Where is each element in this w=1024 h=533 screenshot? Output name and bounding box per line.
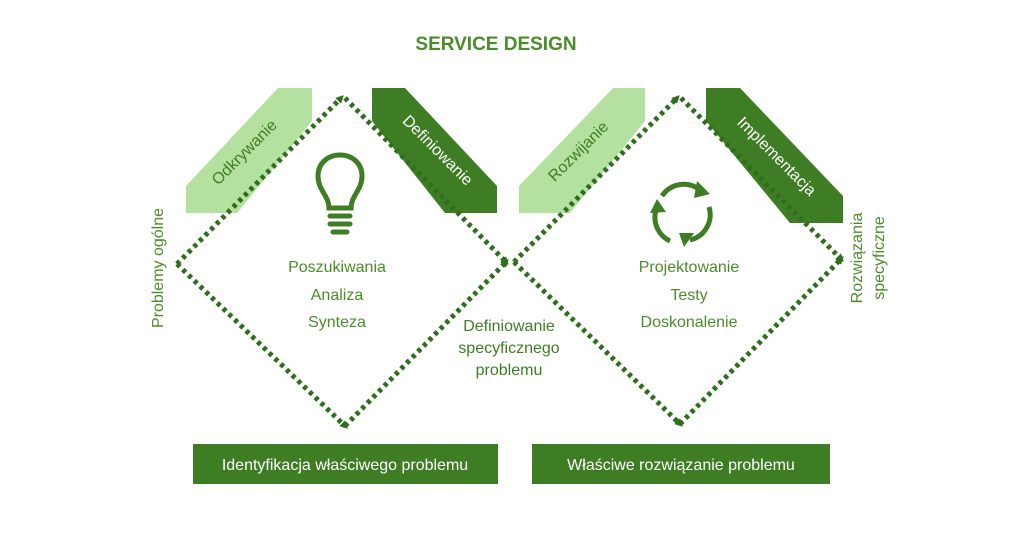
- bottom-box-right-label: Właściwe rozwiązanie problemu: [567, 457, 795, 474]
- left-diamond: [175, 95, 509, 429]
- side-label-left: Problemy ogólne: [150, 208, 167, 328]
- left-item-poszukiwania: Poszukiwania: [288, 259, 386, 276]
- right-item-doskonalenie: Doskonalenie: [641, 314, 738, 331]
- phase-arrow-implementacja: Implementacja: [706, 88, 843, 223]
- right-diamond: [512, 95, 844, 427]
- cycle-arrows-icon: [650, 181, 713, 247]
- lightbulb-icon: [315, 152, 365, 235]
- side-label-right-line1: Rozwiązania: [849, 213, 866, 304]
- center-label-line3: problemu: [476, 362, 543, 379]
- left-item-analiza: Analiza: [311, 287, 364, 304]
- phase-arrow-definiowanie: Definiowanie: [372, 88, 497, 213]
- right-item-projektowanie: Projektowanie: [639, 259, 740, 276]
- phase-arrow-rozwijanie: Rozwijanie: [519, 88, 645, 213]
- right-item-testy: Testy: [670, 287, 707, 304]
- phase-arrow-odkrywanie: Odkrywanie: [186, 88, 312, 213]
- center-label-line2: specyficznego: [458, 340, 559, 357]
- left-item-synteza: Synteza: [308, 314, 366, 331]
- bottom-box-left-label: Identyfikacja właściwego problemu: [222, 457, 468, 474]
- bottom-box-right: Właściwe rozwiązanie problemu: [532, 444, 830, 484]
- center-label-line1: Definiowanie: [463, 318, 555, 335]
- side-label-right-line2: specyficzne: [871, 216, 888, 300]
- page-title: SERVICE DESIGN: [415, 34, 576, 55]
- bottom-box-left: Identyfikacja właściwego problemu: [193, 444, 498, 484]
